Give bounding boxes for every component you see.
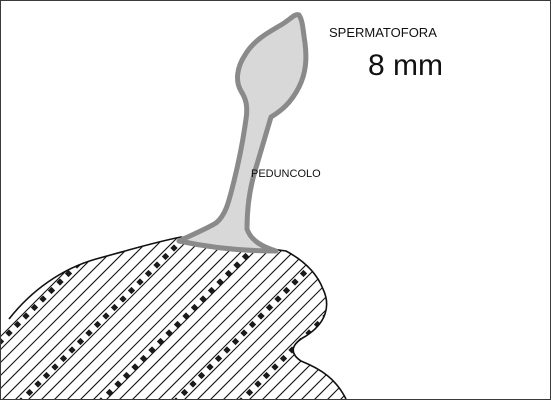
texture-dot xyxy=(365,270,372,277)
hatch-line xyxy=(378,226,550,399)
texture-dot xyxy=(351,219,358,226)
texture-dot xyxy=(317,253,324,260)
texture-dot xyxy=(9,236,16,243)
texture-dot xyxy=(399,236,406,243)
texture-dot xyxy=(196,219,203,226)
hatch-line xyxy=(313,226,488,399)
texture-dot xyxy=(26,219,33,226)
hatch-line xyxy=(417,226,550,399)
texture-dot xyxy=(334,236,341,243)
texture-dot xyxy=(267,227,274,234)
texture-dot xyxy=(390,244,397,251)
texture-dot xyxy=(99,236,106,243)
texture-dot xyxy=(116,219,123,226)
texture-dot xyxy=(407,227,414,234)
texture-dot xyxy=(339,295,346,302)
tissue-hatching xyxy=(1,219,550,399)
hatch-line xyxy=(391,226,550,399)
texture-dot xyxy=(416,219,423,226)
hatch-line xyxy=(326,226,501,399)
label-size: 8 mm xyxy=(368,49,443,82)
texture-dot xyxy=(342,227,349,234)
hatch-line xyxy=(365,226,540,399)
texture-dot xyxy=(82,253,89,260)
texture-dot xyxy=(325,244,332,251)
label-stalk: PEDUNCOLO xyxy=(251,168,321,180)
texture-dot xyxy=(382,253,389,260)
texture-dot xyxy=(373,261,380,268)
texture-dot xyxy=(356,278,363,285)
texture-dot xyxy=(90,244,97,251)
label-spermatophore: SPERMATOFORA xyxy=(329,25,437,40)
spermatophore-shape xyxy=(179,15,306,251)
texture-dot xyxy=(276,219,283,226)
hatch-line xyxy=(404,226,550,399)
texture-dot xyxy=(17,227,24,234)
hatch-line xyxy=(352,226,527,399)
texture-dot xyxy=(1,244,8,251)
hatch-line xyxy=(339,226,514,399)
texture-dot xyxy=(348,287,355,294)
texture-dot xyxy=(107,227,114,234)
texture-dot xyxy=(331,304,338,311)
